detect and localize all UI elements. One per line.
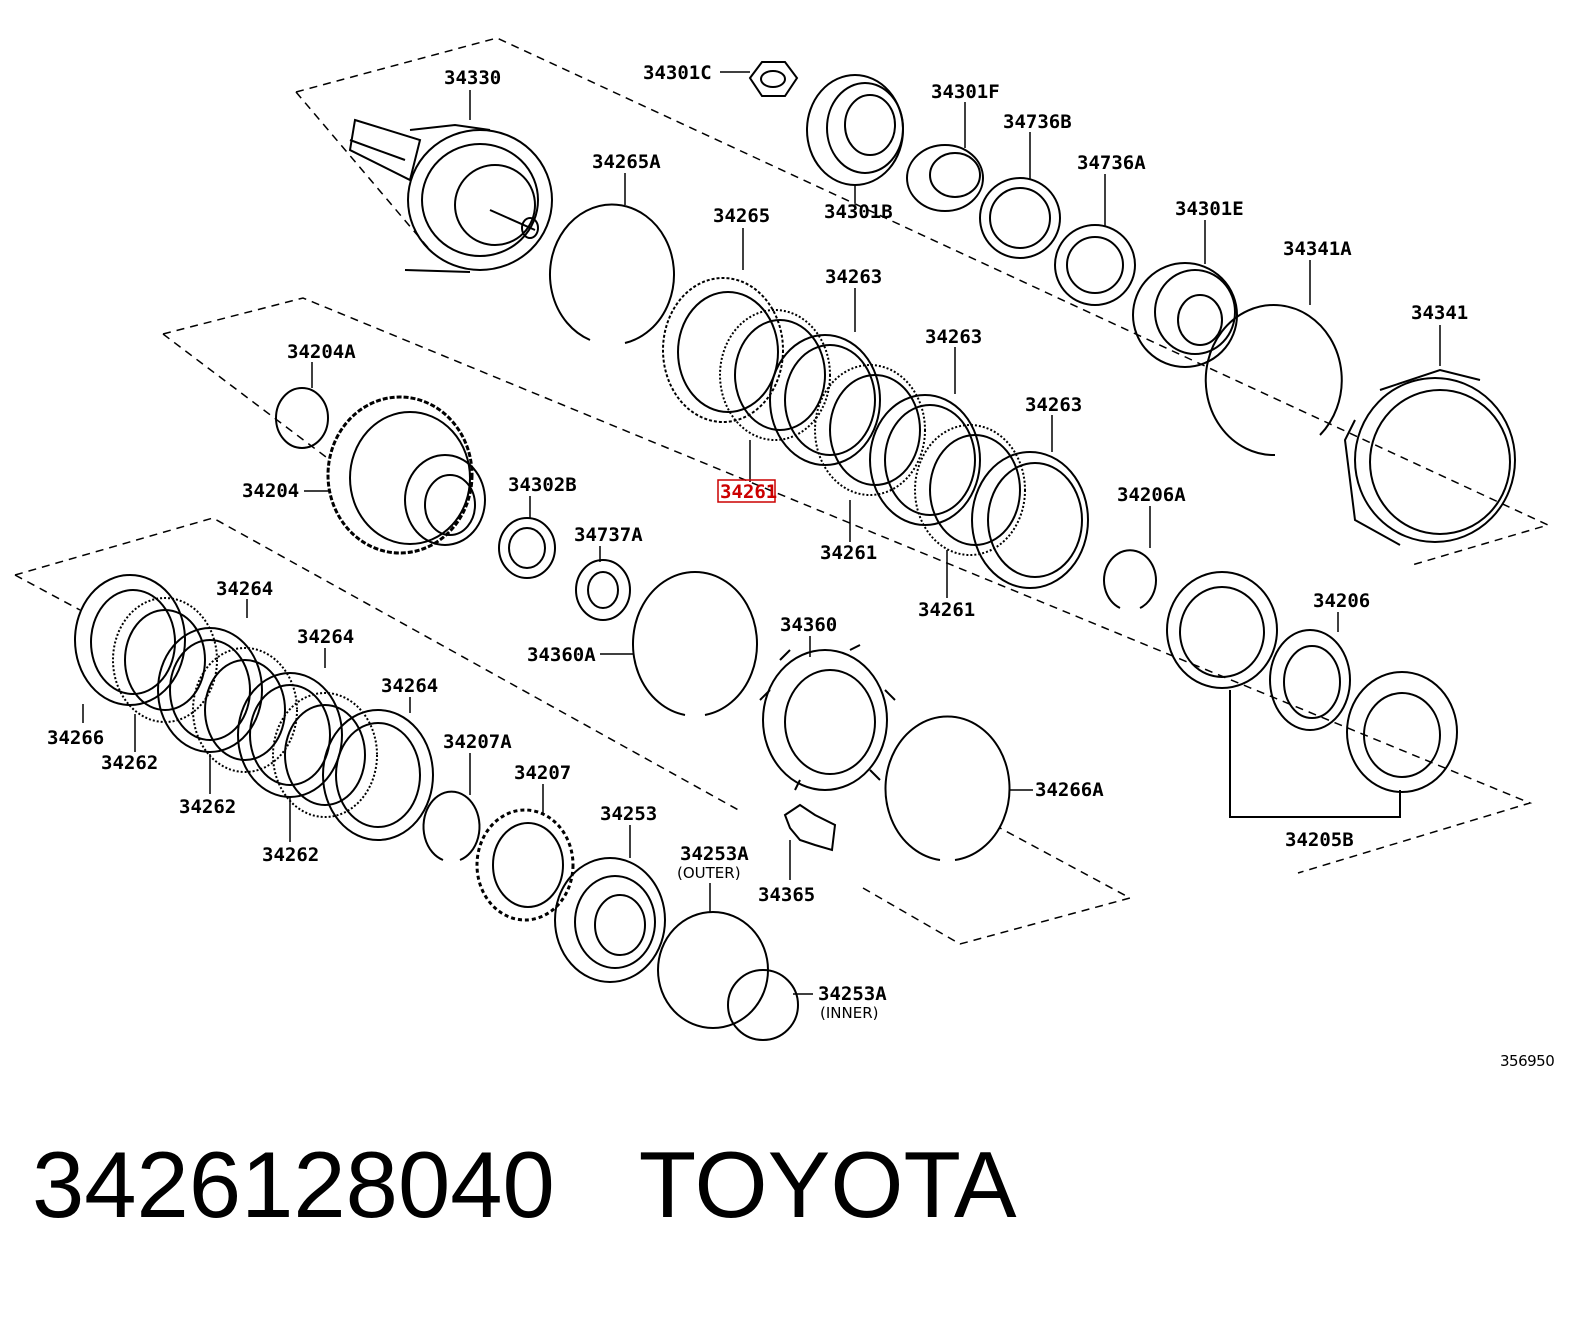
part-34263-plate-1 bbox=[769, 334, 881, 466]
group-outline-middle-left bbox=[162, 333, 331, 461]
part-34341-drum bbox=[1343, 368, 1516, 546]
label-34264-c: 34264 bbox=[381, 675, 438, 697]
label-34262-b: 34262 bbox=[179, 796, 236, 818]
part-34262-disc-3 bbox=[272, 692, 378, 818]
part-34265A-snap-ring bbox=[549, 203, 675, 344]
label-34261-c: 34261 bbox=[918, 599, 975, 621]
part-34253A-outer-o-ring bbox=[657, 911, 769, 1029]
label-34360: 34360 bbox=[780, 614, 837, 636]
part-34264-plate-3 bbox=[322, 709, 434, 841]
label-34253A-outer: 34253A bbox=[680, 843, 749, 865]
part-34341A-snap-ring bbox=[1204, 304, 1343, 457]
part-34737A-race bbox=[575, 559, 631, 621]
label-34263-b: 34263 bbox=[925, 326, 982, 348]
label-34360A: 34360A bbox=[527, 644, 596, 666]
part-34261-disc-3 bbox=[914, 424, 1026, 556]
part-34205B-clutch bbox=[1166, 571, 1458, 818]
part-34365-clip bbox=[783, 803, 837, 852]
label-34330: 34330 bbox=[444, 67, 501, 89]
callout-labels: 34330 34301C 34301F 34736B 34736A 34301B… bbox=[47, 62, 1555, 1070]
label-34261-highlighted: 34261 bbox=[720, 481, 777, 503]
label-34204A: 34204A bbox=[287, 341, 356, 363]
label-34301E: 34301E bbox=[1175, 198, 1244, 220]
leader-lines bbox=[82, 71, 1441, 995]
part-34261-disc-2 bbox=[814, 364, 926, 496]
part-number: 3426128040 bbox=[32, 1132, 555, 1237]
part-34736B-thrust-bearing bbox=[979, 177, 1061, 259]
part-34301B-bearing bbox=[806, 74, 904, 186]
group-outline-bottom-left bbox=[14, 574, 81, 611]
part-34301F-race bbox=[906, 144, 984, 212]
part-34301E-bearing bbox=[1132, 262, 1238, 368]
group-outline-top bbox=[295, 37, 1551, 566]
label-34301B: 34301B bbox=[824, 201, 893, 223]
group-outline-top-left bbox=[295, 91, 431, 251]
label-34206: 34206 bbox=[1313, 590, 1370, 612]
part-34265-plate bbox=[662, 277, 784, 423]
part-34207A-snap-ring bbox=[422, 790, 481, 861]
label-34736B: 34736B bbox=[1003, 111, 1072, 133]
label-34207: 34207 bbox=[514, 762, 571, 784]
part-34360-plate bbox=[759, 644, 896, 791]
group-outline-middle bbox=[162, 297, 1533, 874]
label-34365: 34365 bbox=[758, 884, 815, 906]
label-34262-a: 34262 bbox=[101, 752, 158, 774]
label-34264-b: 34264 bbox=[297, 626, 354, 648]
diagram-reference-number: 356950 bbox=[1500, 1052, 1554, 1070]
label-34302B: 34302B bbox=[508, 474, 577, 496]
group-outline-bottom-2 bbox=[862, 827, 1133, 945]
part-34206-one-way-clutch bbox=[1269, 629, 1351, 731]
label-34206A: 34206A bbox=[1117, 484, 1186, 506]
part-34253A-inner-o-ring bbox=[727, 969, 799, 1041]
label-inner-note: (INNER) bbox=[820, 1004, 878, 1022]
label-34266: 34266 bbox=[47, 727, 104, 749]
part-34207-springs bbox=[475, 808, 575, 922]
label-34261-b: 34261 bbox=[820, 542, 877, 564]
label-34207A: 34207A bbox=[443, 731, 512, 753]
label-34253: 34253 bbox=[600, 803, 657, 825]
label-34341: 34341 bbox=[1411, 302, 1468, 324]
label-outer-note: (OUTER) bbox=[677, 864, 741, 882]
part-34204A-o-ring bbox=[275, 387, 329, 449]
part-34266A-snap-ring bbox=[884, 715, 1011, 861]
group-outline-bottom bbox=[14, 517, 743, 813]
label-34204: 34204 bbox=[242, 480, 299, 502]
highlight-box-34261 bbox=[717, 479, 776, 503]
label-34265A: 34265A bbox=[592, 151, 661, 173]
part-34253-piston bbox=[554, 857, 666, 983]
part-34301C-nut bbox=[748, 61, 799, 97]
part-34330-drum bbox=[348, 118, 553, 273]
label-34301C: 34301C bbox=[643, 62, 712, 84]
part-34264-plate-1 bbox=[157, 627, 263, 753]
label-34736A: 34736A bbox=[1077, 152, 1146, 174]
label-34265: 34265 bbox=[713, 205, 770, 227]
part-34263-plate-3 bbox=[971, 451, 1089, 589]
label-34263-c: 34263 bbox=[1025, 394, 1082, 416]
brand-name: TOYOTA bbox=[638, 1132, 1017, 1237]
label-34341A: 34341A bbox=[1283, 238, 1352, 260]
part-34204-gear bbox=[326, 395, 486, 555]
part-34206A-snap-ring bbox=[1103, 549, 1157, 609]
label-34205B: 34205B bbox=[1285, 829, 1354, 851]
part-34360A-snap-ring bbox=[632, 571, 758, 716]
label-34737A: 34737A bbox=[574, 524, 643, 546]
label-34253A-inner: 34253A bbox=[818, 983, 887, 1005]
part-34263-plate-2 bbox=[869, 394, 981, 526]
label-34264-a: 34264 bbox=[216, 578, 273, 600]
part-34261-disc-1 bbox=[719, 309, 831, 441]
part-34736A-race bbox=[1054, 224, 1136, 306]
label-34266A: 34266A bbox=[1035, 779, 1104, 801]
label-34263-a: 34263 bbox=[825, 266, 882, 288]
label-34262-c: 34262 bbox=[262, 844, 319, 866]
part-34302B-bearing bbox=[498, 517, 556, 579]
label-34301F: 34301F bbox=[931, 81, 1000, 103]
part-34262-disc-2 bbox=[192, 647, 298, 773]
